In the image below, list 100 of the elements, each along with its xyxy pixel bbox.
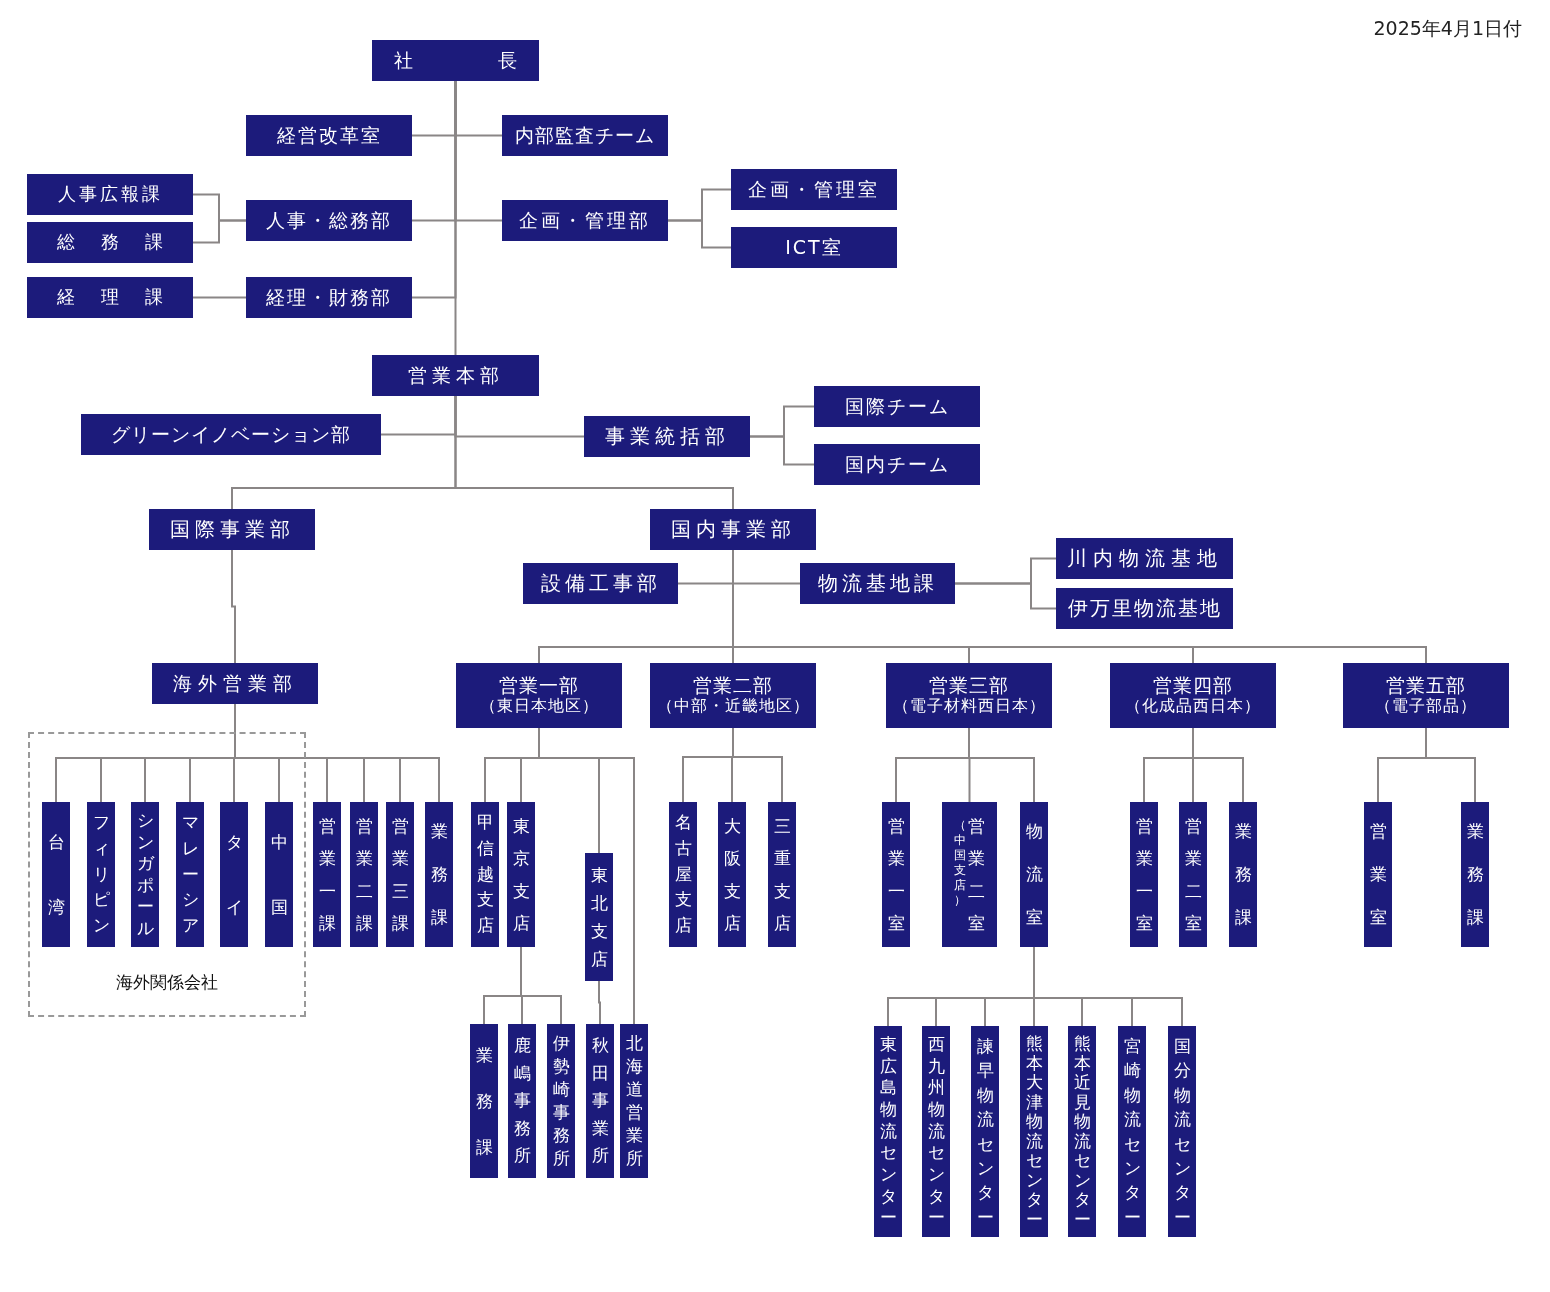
box-label: 人事広報課 <box>57 184 163 205</box>
box-label: 営業三部 <box>929 675 1009 698</box>
box-label: （化成品西日本） <box>1125 697 1261 716</box>
box-label: 営業一課 <box>317 815 337 935</box>
box-label: 経理課 <box>56 287 164 308</box>
connector-line <box>1192 727 1244 803</box>
box-label: 業務課 <box>474 1044 494 1159</box>
box-label: （電子材料西日本） <box>892 697 1046 716</box>
group-label: 海外関係会社 <box>115 973 219 993</box>
org-box <box>246 200 412 241</box>
org-box <box>586 1024 614 1178</box>
connector-line <box>231 549 236 664</box>
box-label: 事業統括部 <box>604 425 730 448</box>
box-label: 営業二課 <box>354 815 374 935</box>
box-label: マレーシア <box>180 811 200 938</box>
org-box <box>456 663 622 728</box>
connector-line <box>192 296 247 299</box>
org-box <box>246 277 412 318</box>
box-label: タイ <box>224 831 244 919</box>
connector-line <box>954 582 1057 610</box>
org-box <box>152 663 318 704</box>
box-label: 営業一室 <box>1134 815 1154 935</box>
org-box <box>1364 802 1392 947</box>
org-box <box>874 1026 902 1237</box>
org-box <box>471 802 499 947</box>
box-label: 営業本部 <box>407 364 504 387</box>
box-label: 企画・管理室 <box>748 178 880 201</box>
org-box <box>220 802 248 947</box>
org-box <box>27 174 193 215</box>
box-label: 甲信越支店 <box>475 811 495 938</box>
group-frame <box>28 732 306 1017</box>
connector-line <box>234 703 440 803</box>
box-label: 物流基地課 <box>817 572 938 595</box>
org-box <box>1168 1026 1196 1237</box>
org-box <box>246 115 412 156</box>
box-label: 三重支店 <box>772 815 792 935</box>
box-label: 海外営業部 <box>172 672 298 695</box>
org-box <box>502 200 668 241</box>
org-box <box>1343 663 1509 728</box>
org-box <box>81 414 381 455</box>
org-box <box>814 386 980 427</box>
box-label: 営業二室 <box>967 815 986 935</box>
org-box <box>768 802 796 947</box>
org-box <box>27 222 193 263</box>
connector-line <box>667 219 732 249</box>
org-box <box>1056 538 1233 579</box>
org-box <box>87 802 115 947</box>
org-box <box>584 416 750 457</box>
box-label: 業務課 <box>429 820 449 929</box>
org-box <box>814 444 980 485</box>
org-box <box>42 802 70 947</box>
box-label: 営業四部 <box>1153 675 1233 698</box>
box-label: 社長 <box>393 49 518 72</box>
box-label: 物流室 <box>1024 820 1044 929</box>
org-box <box>620 1024 648 1178</box>
org-box <box>731 169 897 210</box>
org-box <box>131 802 159 947</box>
org-box <box>425 802 453 947</box>
box-label: 諫早物流センター <box>975 1035 995 1229</box>
box-label: 中国 <box>269 831 289 919</box>
box-label: 営業室 <box>1368 820 1388 929</box>
org-box <box>882 802 910 947</box>
box-label: 熊本近見物流センター <box>1072 1034 1092 1229</box>
connector-line <box>520 946 562 1025</box>
org-box <box>502 115 668 156</box>
org-box <box>731 227 897 268</box>
box-label: 名古屋支店 <box>673 811 693 938</box>
org-box <box>1179 802 1207 947</box>
box-label: 国際事業部 <box>169 518 295 541</box>
box-label: 熊本大津物流センター <box>1024 1034 1044 1229</box>
box-label: 伊勢崎事務所 <box>551 1032 571 1170</box>
box-label: 営業二室 <box>1183 815 1203 935</box>
connector-line <box>454 80 457 356</box>
connector-line <box>598 980 601 1025</box>
org-box <box>547 1024 575 1178</box>
box-label: （中部・近畿地区） <box>656 697 810 716</box>
box-label: 営業三課 <box>390 815 410 935</box>
box-label: 設備工事部 <box>540 572 661 595</box>
box-label: 東北支店 <box>589 864 609 971</box>
org-box <box>1056 588 1233 629</box>
connector-line <box>454 395 734 510</box>
box-label: 総務課 <box>56 232 164 253</box>
box-label: 鹿嶋事務所 <box>512 1034 532 1168</box>
box-label: 営業一部 <box>499 675 579 698</box>
box-label: （電子部品） <box>1375 697 1477 716</box>
org-box <box>585 853 613 981</box>
box-label: 営業五部 <box>1386 675 1466 698</box>
box-label: 国際チーム <box>844 395 950 418</box>
org-box <box>971 1026 999 1237</box>
org-box <box>313 802 341 947</box>
box-label: 伊万里物流基地 <box>1067 597 1222 620</box>
box-label: シンガポール <box>135 810 155 939</box>
org-box <box>1068 1026 1096 1237</box>
box-label: （中国支店） <box>953 818 967 908</box>
box-label: 国内チーム <box>844 453 950 476</box>
org-box <box>1229 802 1257 947</box>
org-box <box>718 802 746 947</box>
connector-line <box>1033 946 1183 1027</box>
box-label: 国分物流センター <box>1172 1035 1192 1229</box>
org-box <box>650 663 816 728</box>
